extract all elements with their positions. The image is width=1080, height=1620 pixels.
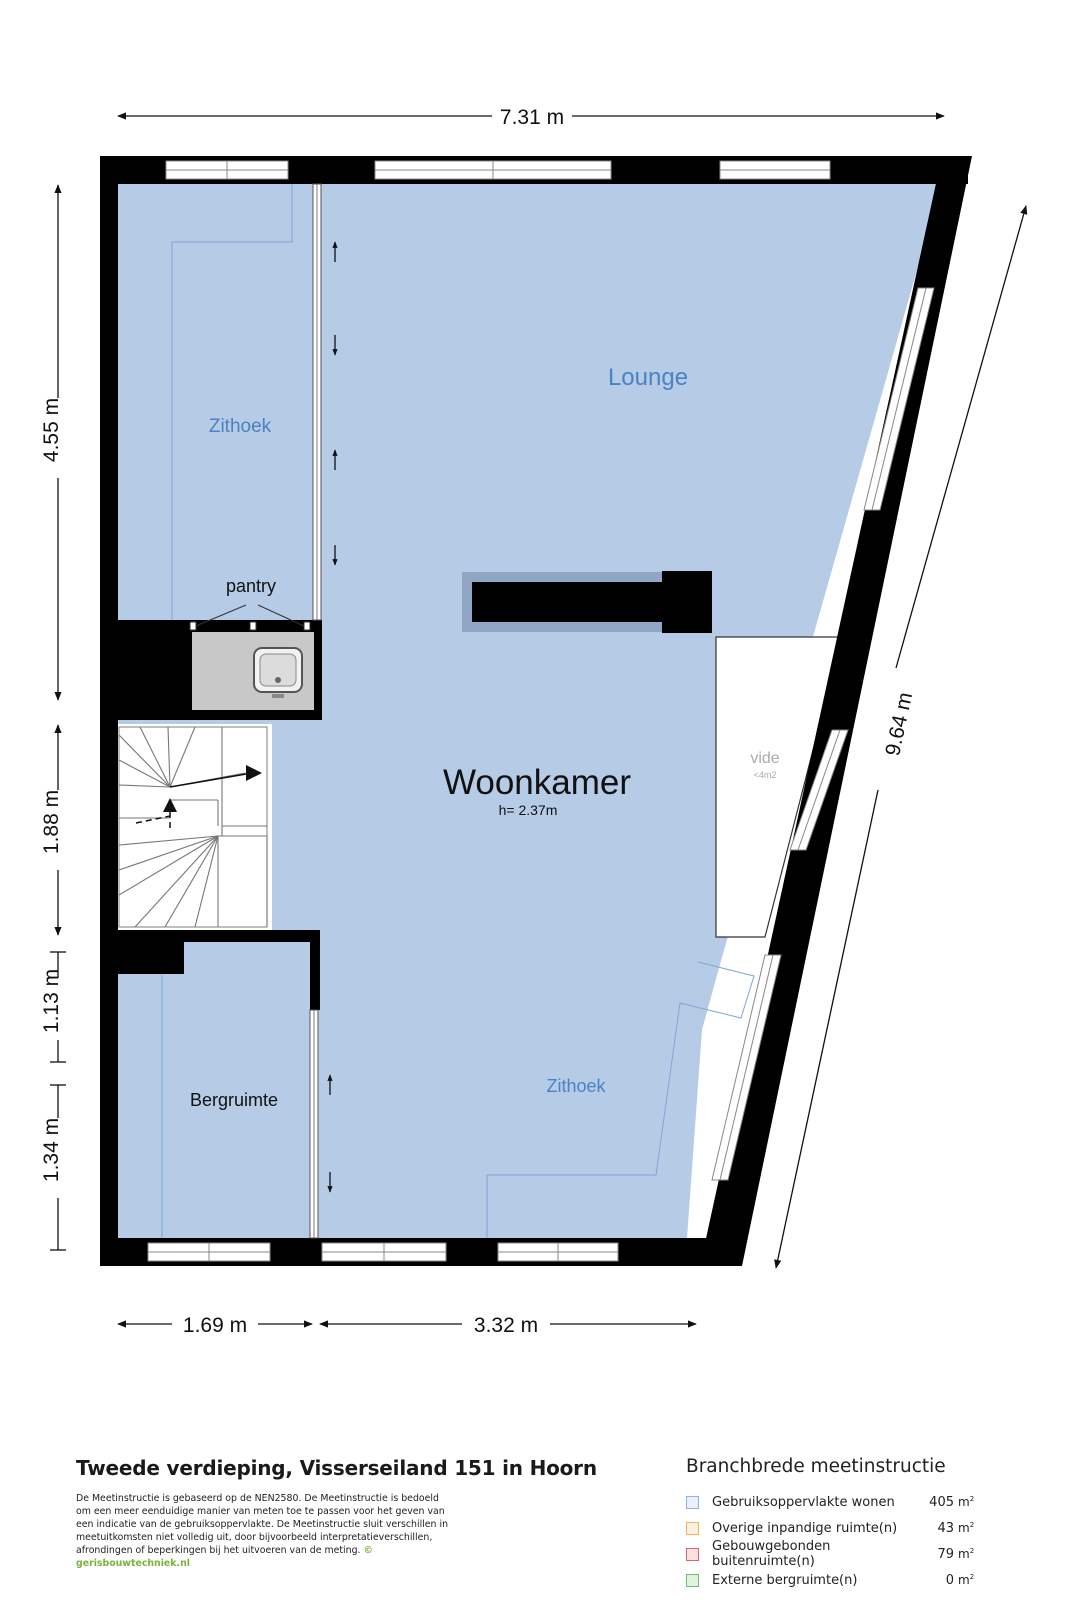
dim-top-width: 7.31 m: [500, 106, 564, 129]
floor-plan: Lounge Zithoek pantry Woonkamer h= 2.37m…: [40, 106, 1028, 1337]
room-label-bergruimte: Bergruimte: [190, 1090, 278, 1110]
legend-swatch: [686, 1495, 699, 1509]
legend-unit: m2: [958, 1573, 975, 1587]
legend-row: Gebouwgebonden buitenruimte(n) 79 m2: [686, 1539, 986, 1569]
dimension-ticks: [50, 951, 66, 1251]
legend-label: Externe bergruimte(n): [712, 1572, 858, 1588]
dimension-lines: [54, 112, 1028, 1328]
dim-left-lower-b: 1.34 m: [40, 1118, 63, 1182]
room-label-zithoek-bottom: Zithoek: [546, 1076, 606, 1096]
zone-outlines: [161, 182, 755, 1252]
legend-label: Overige inpandige ruimte(n): [712, 1520, 898, 1536]
room-label-woonkamer: Woonkamer: [443, 763, 631, 802]
legend-unit: m2: [958, 1547, 975, 1561]
legend-title: Branchbrede meetinstructie: [686, 1456, 946, 1477]
stair-arrow-line: [169, 772, 253, 788]
room-label-vide: vide: [750, 750, 779, 767]
sink-icon: [253, 647, 303, 698]
legend-swatch: [686, 1547, 699, 1561]
vide-area: [715, 636, 843, 938]
legend-value: 405: [929, 1494, 954, 1510]
room-label-zithoek-top: Zithoek: [209, 416, 272, 437]
area-legend: Branchbrede meetinstructie Gebruiksopper…: [686, 1456, 986, 1593]
stair-arrow-head-right: [246, 765, 262, 781]
glass-partitions: [309, 183, 322, 1239]
dim-diagonal: 9.64 m: [881, 690, 917, 758]
dim-left-upper: 4.55 m: [40, 398, 63, 462]
legend-swatch: [686, 1521, 699, 1535]
credit-link[interactable]: © gerisbouwtechniek.nl: [76, 1545, 373, 1569]
sliding-arrows: [327, 241, 338, 1193]
dim-left-lower-a: 1.13 m: [40, 969, 63, 1033]
staircase: [118, 726, 268, 928]
legend-row: Gebruiksoppervlakte wonen 405 m2: [686, 1489, 986, 1515]
measurement-description: De Meetinstructie is gebaseerd op de NEN…: [76, 1492, 456, 1570]
dim-left-middle: 1.88 m: [40, 790, 63, 854]
dim-bottom-left: 1.69 m: [183, 1314, 247, 1337]
legend-row: Overige inpandige ruimte(n) 43 m2: [686, 1515, 986, 1541]
chimney-end: [662, 571, 712, 633]
floor-title: Tweede verdieping, Visserseiland 151 in …: [76, 1456, 597, 1480]
room-label-pantry: pantry: [226, 576, 276, 596]
description-text: De Meetinstructie is gebaseerd op de NEN…: [76, 1493, 449, 1556]
legend-row: Externe bergruimte(n) 0 m2: [686, 1567, 986, 1593]
legend-value: 43: [937, 1520, 954, 1536]
room-label-lounge: Lounge: [608, 364, 688, 391]
legend-value: 0: [945, 1572, 954, 1588]
legend-label: Gebouwgebonden buitenruimte(n): [712, 1539, 831, 1569]
stair-area: [114, 724, 272, 934]
stair-arrow-head-up: [163, 798, 177, 812]
legend-unit: m2: [958, 1495, 975, 1509]
legend-value: 79: [937, 1546, 954, 1562]
window-mullions: [148, 161, 927, 1261]
pantry-doors: [189, 604, 311, 631]
legend-label: Gebruiksoppervlakte wonen: [712, 1494, 895, 1510]
vide-note: <4m2: [754, 770, 777, 780]
legend-swatch: [686, 1573, 699, 1587]
legend-unit: m2: [958, 1521, 975, 1535]
dim-bottom-right: 3.32 m: [474, 1314, 538, 1337]
room-height: h= 2.37m: [499, 802, 558, 818]
